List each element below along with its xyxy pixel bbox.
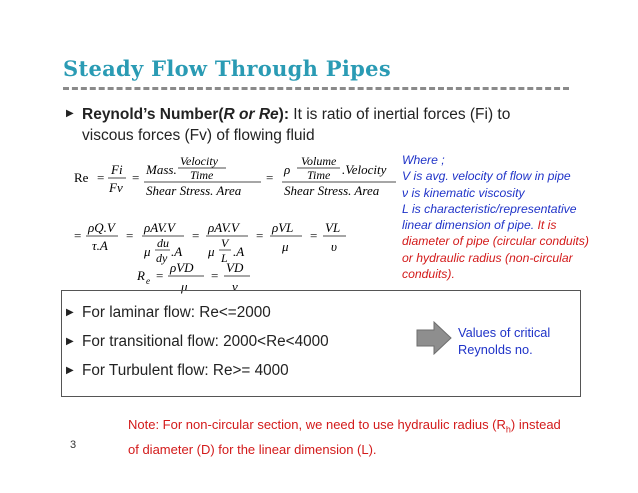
svg-text:Time: Time bbox=[190, 168, 214, 182]
regime-laminar: For laminar flow: Re<=2000 bbox=[82, 304, 271, 321]
critical-values-note: Values of critical Reynolds no. bbox=[458, 325, 551, 357]
svg-text:e: e bbox=[146, 276, 150, 286]
list-item: ▶ For transitional flow: 2000<Re<4000 bbox=[66, 333, 329, 351]
flow-regimes-box: ▶ For laminar flow: Re<=2000 ▶ For trans… bbox=[61, 290, 581, 397]
svg-text:V: V bbox=[221, 236, 230, 250]
reynolds-symbols: R or Re bbox=[223, 106, 279, 123]
bullet-icon: ▶ bbox=[66, 365, 74, 376]
svg-text:Fv: Fv bbox=[108, 180, 123, 195]
svg-text:Shear Stress. Area: Shear Stress. Area bbox=[284, 183, 380, 198]
reynolds-formula: Re = Fi Fv = Mass. Velocity Time Shear S… bbox=[74, 154, 396, 294]
title-divider bbox=[63, 87, 569, 90]
svg-text:L: L bbox=[220, 251, 228, 265]
svg-text:τ.A: τ.A bbox=[92, 238, 108, 253]
svg-text:=: = bbox=[266, 170, 273, 185]
where-heading: Where ; bbox=[402, 153, 445, 167]
slide-title: Steady Flow Through Pipes bbox=[63, 56, 391, 81]
block-arrow-right-icon bbox=[416, 321, 452, 355]
where-line-red: conduits). bbox=[402, 267, 455, 282]
regime-transitional: For transitional flow: 2000<Re<4000 bbox=[82, 333, 329, 350]
bullet-icon: ▶ bbox=[66, 108, 74, 119]
svg-text:R: R bbox=[136, 268, 145, 283]
svg-text:Fi: Fi bbox=[110, 162, 123, 177]
formula-re: Re bbox=[74, 170, 89, 185]
regime-turbulent: For Turbulent flow: Re>= 4000 bbox=[82, 362, 289, 379]
svg-text:dy: dy bbox=[156, 251, 168, 265]
svg-text:ρQ.V: ρQ.V bbox=[87, 220, 117, 235]
where-line-red: It is bbox=[534, 218, 557, 233]
svg-text:=: = bbox=[156, 268, 163, 283]
svg-text:.A: .A bbox=[171, 244, 182, 259]
variable-definitions: Where ; V is avg. velocity of flow in pi… bbox=[402, 152, 598, 282]
svg-text:Mass.: Mass. bbox=[145, 162, 177, 177]
svg-text:=: = bbox=[310, 228, 317, 243]
hydraulic-radius-note: Note: For non-circular section, we need … bbox=[128, 417, 561, 457]
bullet-icon: ▶ bbox=[66, 336, 74, 347]
svg-text:μ: μ bbox=[143, 244, 151, 259]
svg-text:=: = bbox=[211, 268, 218, 283]
where-line: linear dimension of pipe. bbox=[402, 218, 535, 233]
where-line: L is characteristic/representative bbox=[402, 201, 577, 216]
reynolds-term-close: ): bbox=[278, 106, 289, 123]
svg-text:VD: VD bbox=[226, 260, 244, 275]
svg-text:Shear Stress. Area: Shear Stress. Area bbox=[146, 183, 242, 198]
svg-text:μ: μ bbox=[180, 279, 188, 294]
where-line: ν is kinematic viscosity bbox=[402, 185, 525, 200]
svg-text:=: = bbox=[97, 170, 104, 185]
svg-text:ρAV.V: ρAV.V bbox=[143, 220, 177, 235]
where-line-red: diameter of pipe (circular conduits) bbox=[402, 234, 589, 249]
svg-text:ρVD: ρVD bbox=[169, 260, 194, 275]
svg-text:=: = bbox=[192, 228, 199, 243]
svg-text:=: = bbox=[74, 228, 81, 243]
list-item: ▶ For Turbulent flow: Re>= 4000 bbox=[66, 362, 289, 380]
svg-text:ρ: ρ bbox=[283, 162, 290, 177]
list-item: ▶ For laminar flow: Re<=2000 bbox=[66, 304, 271, 322]
where-line-red: or hydraulic radius (non-circular bbox=[402, 250, 573, 265]
svg-text:Time: Time bbox=[307, 168, 331, 182]
definition-line1: It is ratio of inertial forces (Fi) to bbox=[288, 106, 511, 123]
svg-text:=: = bbox=[126, 228, 133, 243]
svg-text:υ: υ bbox=[331, 239, 337, 254]
reynolds-term: Reynold’s Number( bbox=[82, 106, 224, 123]
svg-text:=: = bbox=[132, 170, 139, 185]
svg-text:Volume: Volume bbox=[301, 154, 337, 168]
svg-text:μ: μ bbox=[281, 239, 289, 254]
svg-text:ρAV.V: ρAV.V bbox=[207, 220, 241, 235]
svg-text:μ: μ bbox=[207, 244, 215, 259]
svg-text:du: du bbox=[157, 236, 169, 250]
svg-text:ν: ν bbox=[232, 279, 238, 294]
svg-text:ρVL: ρVL bbox=[271, 220, 293, 235]
svg-text:.Velocity: .Velocity bbox=[342, 162, 387, 177]
definition-line2: viscous forces (Fv) of flowing fluid bbox=[82, 127, 315, 144]
where-line: V is avg. velocity of flow in pipe bbox=[402, 169, 571, 184]
svg-text:.A: .A bbox=[233, 244, 244, 259]
bullet-icon: ▶ bbox=[66, 307, 74, 318]
svg-text:VL: VL bbox=[325, 220, 340, 235]
svg-text:=: = bbox=[256, 228, 263, 243]
reynolds-definition: Reynold’s Number(R or Re): It is ratio o… bbox=[82, 104, 572, 146]
svg-text:Velocity: Velocity bbox=[180, 154, 219, 168]
page-number: 3 bbox=[70, 439, 77, 451]
